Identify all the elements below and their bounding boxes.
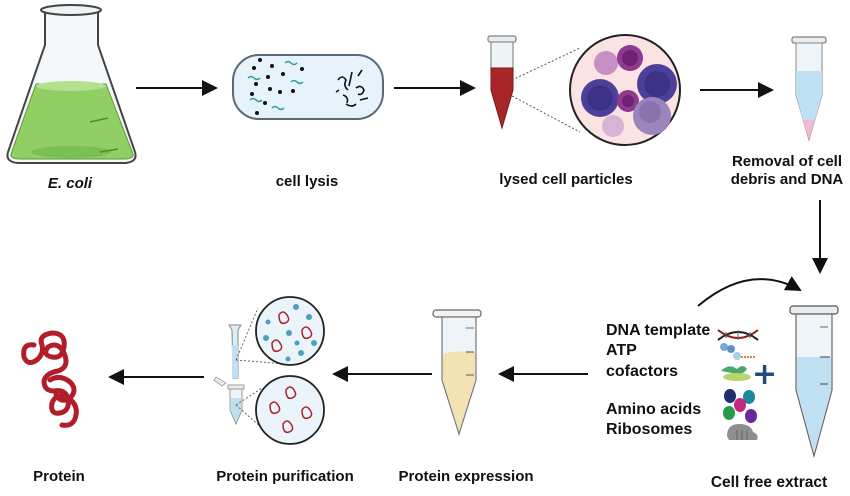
zoom-line-top (511, 47, 581, 81)
red-lysate-tube-icon (487, 35, 517, 130)
label-protein-purification: Protein purification (216, 468, 354, 485)
curved-arrow-ingredients (697, 276, 802, 307)
ingredient-ribosomes: Ribosomes (606, 421, 693, 438)
eluted-protein-magnified-icon (255, 375, 325, 445)
amino-acids-icon (723, 389, 757, 423)
ingredient-atp: ATP (606, 342, 637, 359)
zoom-line-bottom (511, 95, 581, 133)
lysed-cell-capsule-icon (232, 54, 384, 120)
label-lysed-cell-particles: lysed cell particles (499, 171, 633, 188)
column-contents-magnified-icon (255, 296, 325, 366)
zoom-line-column-bottom (235, 359, 286, 365)
atp-molecule-icon (720, 343, 756, 360)
zoom-line-column-top (235, 307, 259, 361)
ingredient-dna-template: DNA template (606, 322, 711, 339)
zoom-line-tube-top (235, 387, 263, 406)
ingredient-amino-acids: Amino acids (606, 401, 702, 418)
label-removal-line1: Removal of cell (731, 153, 843, 170)
folded-protein-icon (21, 330, 79, 428)
erlenmeyer-flask-icon (6, 4, 137, 164)
label-removal-line2: debris and DNA (730, 171, 844, 188)
purification-column-icon (213, 324, 245, 426)
dna-helix-icon (717, 329, 759, 341)
label-protein: Protein (33, 468, 85, 485)
label-cell-free-extract: Cell free extract (710, 474, 828, 491)
zoom-line-tube-bottom (235, 404, 263, 429)
label-ecoli: E. coli (47, 175, 93, 192)
ribosome-icon (727, 424, 758, 440)
label-protein-expression: Protein expression (398, 468, 534, 485)
cofactor-enzyme-icon (721, 366, 751, 381)
plus-icon: + (752, 357, 777, 392)
protein-expression-tube-icon (432, 309, 482, 436)
cell-free-extract-tube-icon (789, 305, 839, 459)
cleared-lysate-tube-icon (791, 36, 827, 142)
label-cell-lysis: cell lysis (275, 173, 339, 190)
cell-particles-magnified-icon (569, 34, 681, 146)
label-removal: Removal of cell debris and DNA (731, 153, 844, 189)
ingredient-cofactors: cofactors (606, 363, 679, 380)
